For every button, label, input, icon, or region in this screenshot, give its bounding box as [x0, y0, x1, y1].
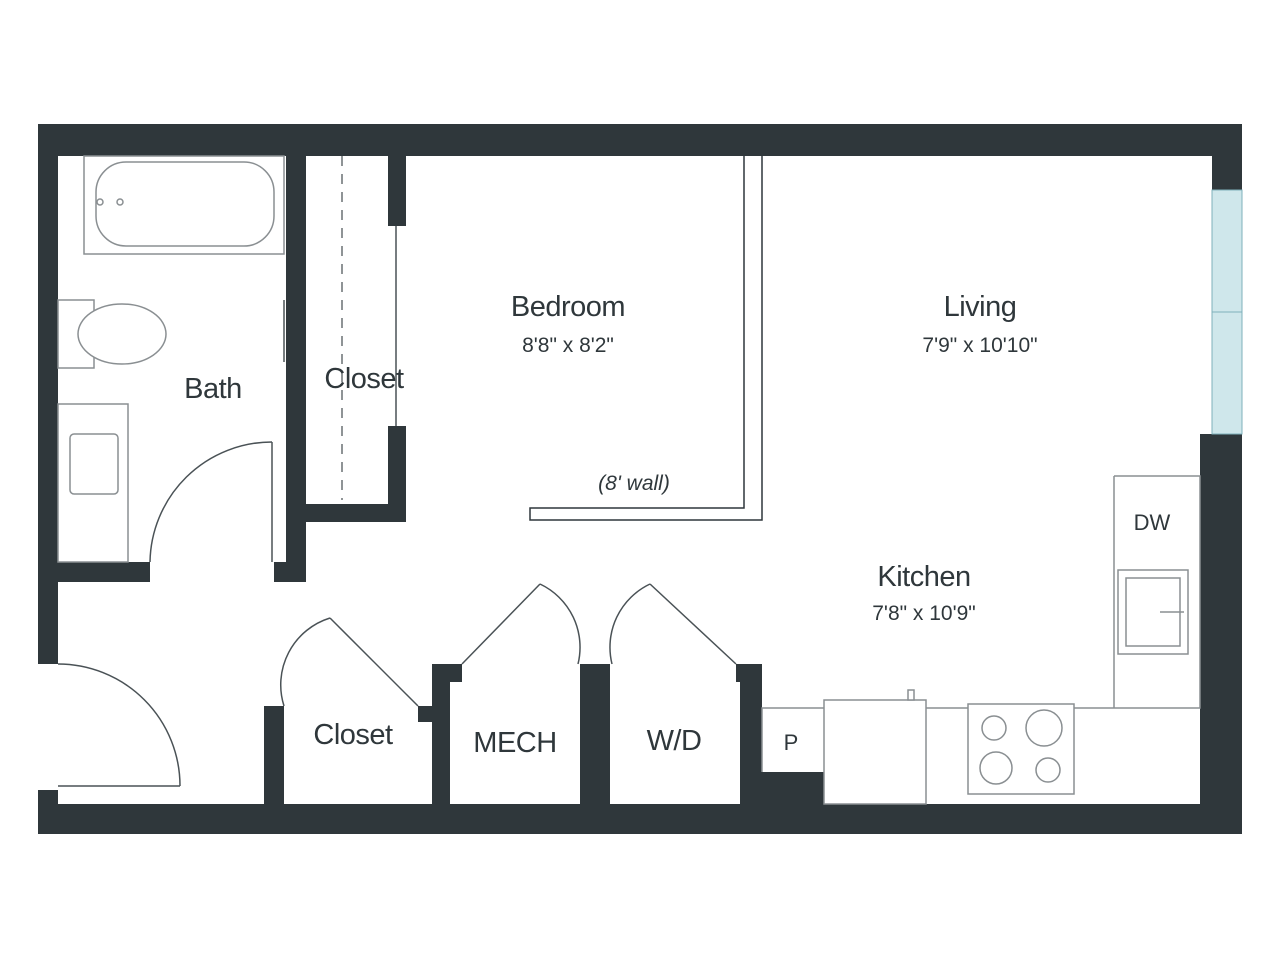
living-label: Living	[944, 291, 1017, 323]
wall-lower-closet-nub	[418, 706, 434, 722]
pantry-label: P	[784, 730, 799, 755]
bedroom-label: Bedroom	[511, 291, 625, 323]
tub-faucet-icon	[96, 198, 104, 206]
wd-door-swing	[609, 583, 651, 665]
wall-top	[38, 124, 1242, 156]
wall-right-lower	[1200, 434, 1242, 834]
burner-icon	[1025, 709, 1063, 747]
exterior-walls	[38, 124, 1242, 834]
living-dimensions: 7'9" x 10'10"	[922, 334, 1037, 357]
wall-mech-right	[580, 664, 610, 814]
bath-door-swing	[149, 441, 273, 563]
lower-closet-door-swing	[279, 617, 331, 707]
wall-wd-top-right	[736, 664, 762, 682]
bedroom-partial-wall	[529, 156, 763, 521]
wall-closet-floor	[306, 504, 406, 522]
mech-label: MECH	[473, 727, 556, 759]
wall-bath-door-stub	[274, 562, 306, 582]
mech-door-swing	[539, 583, 581, 665]
burner-icon	[1035, 757, 1061, 783]
toilet-bowl	[77, 303, 167, 365]
dishwasher-label: DW	[1134, 510, 1171, 535]
interior-walls	[38, 150, 763, 816]
wall-closet-top	[388, 150, 406, 226]
bedroom-dimensions: 8'8" x 8'2"	[522, 334, 614, 357]
sink-basin	[69, 433, 119, 495]
bathtub-inner	[95, 161, 275, 247]
mech-door-leaf[interactable]	[461, 583, 541, 665]
kitchen-counter	[761, 475, 1201, 772]
closet-lower-label: Closet	[313, 719, 393, 751]
wall-left-upper	[38, 124, 58, 664]
lower-closet-door-leaf[interactable]	[329, 617, 419, 707]
burner-icon	[981, 715, 1007, 741]
kitchen-dimensions: 7'8" x 10'9"	[872, 602, 976, 625]
window-pane-upper	[1211, 189, 1243, 313]
refrigerator-handle	[907, 689, 915, 701]
wd-door-leaf[interactable]	[649, 583, 737, 665]
wall-closet-bottom	[388, 426, 406, 522]
wd-label: W/D	[647, 725, 702, 757]
wall-wd-right	[740, 664, 762, 814]
kitchen-label: Kitchen	[877, 561, 970, 593]
wall-mech-left	[432, 664, 450, 814]
room-labels: Bath Closet Bedroom 8'8" x 8'2" Living 7…	[184, 291, 1170, 759]
wall-kitchen-corner	[760, 772, 824, 832]
wall-bath-right	[286, 150, 306, 582]
wall-right-upper	[1212, 124, 1242, 190]
closet-upper-label: Closet	[324, 363, 404, 395]
bath-label: Bath	[184, 373, 242, 405]
window-pane-lower	[1211, 311, 1243, 435]
burner-icon	[979, 751, 1013, 785]
bath-fixtures	[57, 155, 285, 563]
wall-mech-top-left	[432, 664, 462, 682]
window	[1211, 189, 1243, 435]
entry-door-swing	[57, 663, 181, 787]
refrigerator	[823, 699, 927, 805]
wall-lower-closet-left	[264, 706, 284, 816]
wall-note: (8' wall)	[598, 472, 670, 495]
wall-bath-bottom	[38, 562, 150, 582]
wall-bottom	[38, 804, 1242, 834]
kitchen-fixtures	[761, 475, 1201, 805]
tub-drain-icon	[116, 198, 124, 206]
